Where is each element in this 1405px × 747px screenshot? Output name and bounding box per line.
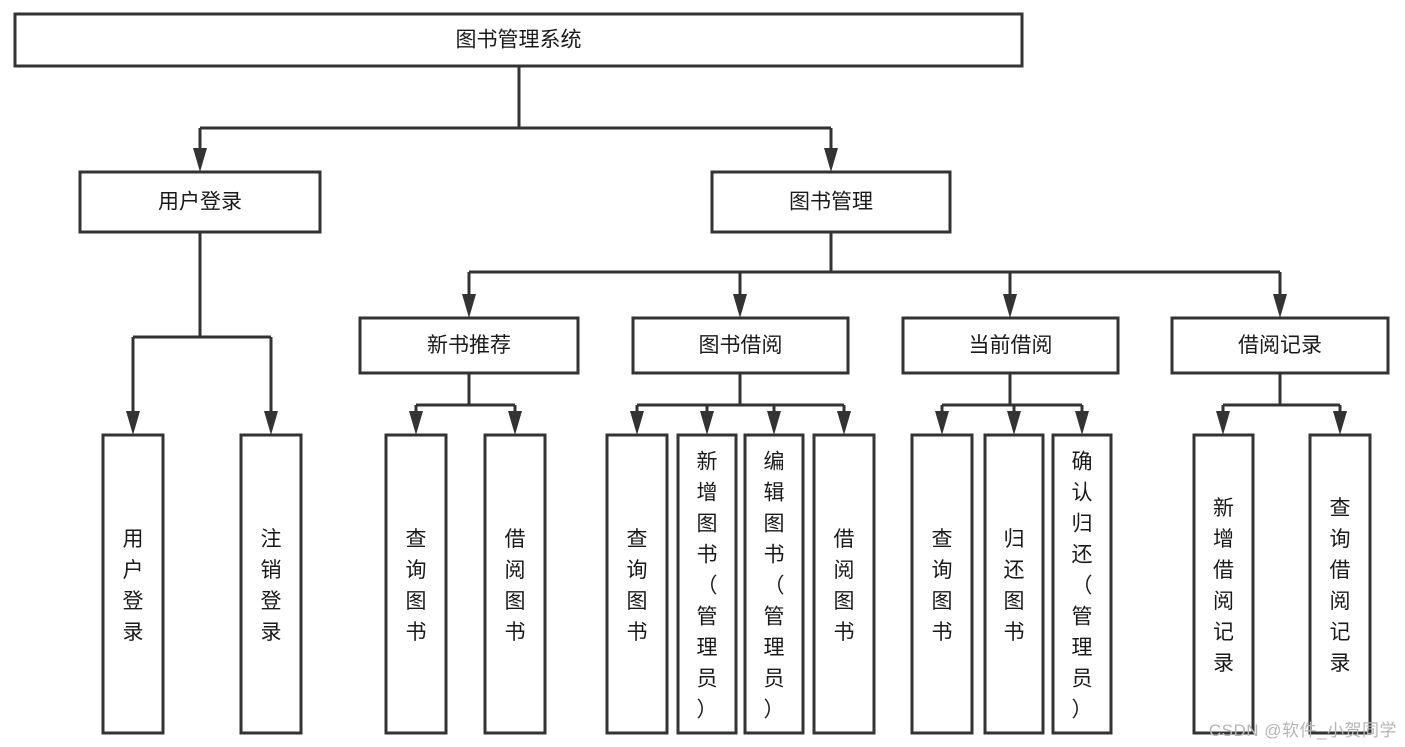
node-label-leaf-add-book: 新增图书（管理员） xyxy=(697,451,718,722)
node-label-leaf-borrow-book-rec: 借阅图书 xyxy=(505,528,526,644)
arrow-head-icon xyxy=(508,411,522,435)
arrow-head-icon xyxy=(126,411,140,435)
node-box-leaf-add-book[interactable] xyxy=(676,433,738,735)
arrow-head-icon xyxy=(1216,411,1230,435)
connector-user-login xyxy=(126,232,278,435)
connector-current-borrow xyxy=(935,373,1089,435)
arrow-head-icon xyxy=(630,411,644,435)
node-borrow-record[interactable]: 借阅记录 xyxy=(1170,316,1390,375)
node-label-leaf-query-book-bor: 查询图书 xyxy=(627,528,648,644)
arrow-head-icon xyxy=(935,411,949,435)
node-box-book-borrow[interactable] xyxy=(631,316,850,375)
node-box-leaf-borrow-book-rec[interactable] xyxy=(483,433,547,735)
node-label-borrow-record: 借阅记录 xyxy=(1238,334,1322,357)
node-leaf-return-book[interactable]: 归还图书 xyxy=(983,433,1045,735)
node-leaf-borrow-book[interactable]: 借阅图书 xyxy=(812,433,876,735)
arrow-head-icon xyxy=(700,411,714,435)
node-box-leaf-user-logout[interactable] xyxy=(239,433,303,735)
node-leaf-user-logout[interactable]: 注销登录 xyxy=(239,433,303,735)
node-label-root: 图书管理系统 xyxy=(456,29,582,52)
node-box-leaf-borrow-book[interactable] xyxy=(812,433,876,735)
node-leaf-query-book-cur[interactable]: 查询图书 xyxy=(910,433,974,735)
connector-layer xyxy=(126,66,1347,435)
node-box-leaf-query-record[interactable] xyxy=(1308,433,1372,735)
arrow-head-icon xyxy=(824,148,838,172)
node-leaf-confirm-return[interactable]: 确认归还（管理员） xyxy=(1051,433,1113,735)
connector-borrow-record xyxy=(1216,373,1347,435)
node-box-current-borrow[interactable] xyxy=(901,316,1120,375)
node-box-leaf-query-book-rec[interactable] xyxy=(384,433,448,735)
connector-book-borrow xyxy=(630,373,851,435)
node-leaf-user-login[interactable]: 用户登录 xyxy=(101,433,165,735)
node-label-leaf-user-login: 用户登录 xyxy=(123,528,144,644)
node-label-leaf-return-book: 归还图书 xyxy=(1004,528,1025,644)
node-box-new-book-recommend[interactable] xyxy=(358,316,580,375)
node-box-leaf-edit-book[interactable] xyxy=(743,433,805,735)
node-box-leaf-confirm-return[interactable] xyxy=(1051,433,1113,735)
node-box-book-manage[interactable] xyxy=(710,170,952,234)
arrow-head-icon xyxy=(193,148,207,172)
node-label-book-manage: 图书管理 xyxy=(789,191,873,214)
node-leaf-edit-book[interactable]: 编辑图书（管理员） xyxy=(743,433,805,735)
node-label-leaf-confirm-return: 确认归还（管理员） xyxy=(1072,451,1093,722)
watermark-label: CSDN @软件_小贺同学 xyxy=(1208,721,1397,740)
node-box-leaf-user-login[interactable] xyxy=(101,433,165,735)
node-label-leaf-borrow-book: 借阅图书 xyxy=(834,528,855,644)
node-layer: 图书管理系统用户登录图书管理新书推荐图书借阅当前借阅借阅记录用户登录注销登录查询… xyxy=(13,12,1390,735)
node-box-leaf-query-book-bor[interactable] xyxy=(605,433,669,735)
arrow-head-icon xyxy=(1003,294,1017,318)
connector-new-book-recommend xyxy=(409,373,522,435)
arrow-head-icon xyxy=(837,411,851,435)
node-label-user-login: 用户登录 xyxy=(158,191,242,214)
connector-book-manage xyxy=(462,232,1287,318)
arrow-head-icon xyxy=(733,294,747,318)
node-leaf-add-record[interactable]: 新增借阅记录 xyxy=(1192,433,1255,735)
node-label-leaf-query-book-cur: 查询图书 xyxy=(932,528,953,644)
node-label-book-borrow: 图书借阅 xyxy=(699,334,783,357)
node-label-current-borrow: 当前借阅 xyxy=(969,334,1053,357)
node-current-borrow[interactable]: 当前借阅 xyxy=(901,316,1120,375)
node-label-leaf-user-logout: 注销登录 xyxy=(261,528,282,644)
node-box-leaf-return-book[interactable] xyxy=(983,433,1045,735)
node-leaf-add-book[interactable]: 新增图书（管理员） xyxy=(676,433,738,735)
node-box-leaf-query-book-cur[interactable] xyxy=(910,433,974,735)
node-label-leaf-query-record: 查询借阅记录 xyxy=(1330,497,1351,675)
node-label-leaf-add-record: 新增借阅记录 xyxy=(1213,497,1234,675)
node-box-root[interactable] xyxy=(13,12,1024,68)
node-user-login[interactable]: 用户登录 xyxy=(78,170,322,234)
node-box-borrow-record[interactable] xyxy=(1170,316,1390,375)
node-box-user-login[interactable] xyxy=(78,170,322,234)
node-new-book-recommend[interactable]: 新书推荐 xyxy=(358,316,580,375)
node-label-leaf-query-book-rec: 查询图书 xyxy=(406,528,427,644)
node-label-new-book-recommend: 新书推荐 xyxy=(427,334,511,357)
node-book-manage[interactable]: 图书管理 xyxy=(710,170,952,234)
node-leaf-query-book-rec[interactable]: 查询图书 xyxy=(384,433,448,735)
node-box-leaf-add-record[interactable] xyxy=(1192,433,1255,735)
node-leaf-query-book-bor[interactable]: 查询图书 xyxy=(605,433,669,735)
connector-root xyxy=(193,66,838,172)
node-root[interactable]: 图书管理系统 xyxy=(13,12,1024,68)
arrow-head-icon xyxy=(767,411,781,435)
arrow-head-icon xyxy=(1075,411,1089,435)
node-leaf-borrow-book-rec[interactable]: 借阅图书 xyxy=(483,433,547,735)
arrow-head-icon xyxy=(264,411,278,435)
arrow-head-icon xyxy=(462,294,476,318)
arrow-head-icon xyxy=(1333,411,1347,435)
arrow-head-icon xyxy=(409,411,423,435)
arrow-head-icon xyxy=(1273,294,1287,318)
node-label-leaf-edit-book: 编辑图书（管理员） xyxy=(764,451,785,722)
arrow-head-icon xyxy=(1007,411,1021,435)
node-book-borrow[interactable]: 图书借阅 xyxy=(631,316,850,375)
node-leaf-query-record[interactable]: 查询借阅记录 xyxy=(1308,433,1372,735)
